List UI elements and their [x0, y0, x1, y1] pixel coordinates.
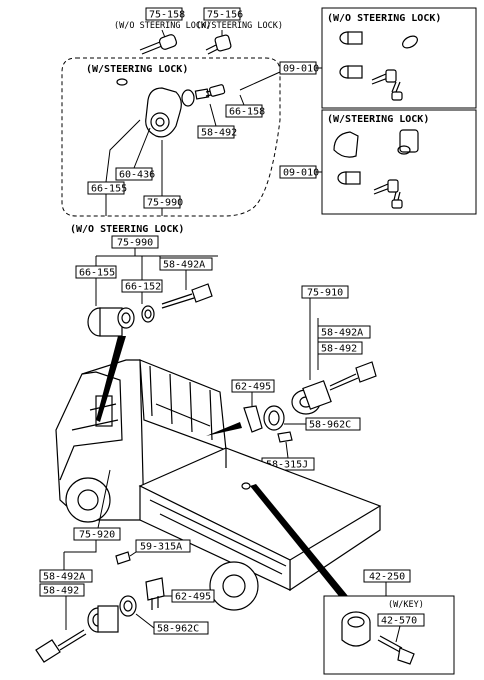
part-number-66-158: 66-158	[229, 107, 265, 118]
part-number-58-492A-main: 58-492A	[163, 260, 205, 271]
part-label-box	[231, 379, 275, 393]
door-lock-cylinder-icon	[339, 31, 418, 101]
part-label-box	[363, 569, 411, 583]
part-number-42-570: 42-570	[381, 616, 417, 627]
truck-illustration	[55, 359, 382, 611]
door-lock-cylinder-bottom-icon	[35, 577, 165, 663]
clip-icon	[115, 551, 131, 565]
part-number-58-962C-bottom: 58-962C	[157, 624, 199, 635]
part-number-66-155-main: 66-155	[79, 268, 115, 279]
part-number-62-495-bottom: 62-495	[175, 592, 211, 603]
part-number-62-495-mid: 62-495	[235, 382, 271, 393]
part-label-box	[39, 569, 93, 583]
section-title-with-steering-lock-right: (W/STEERING LOCK)	[327, 114, 429, 125]
top-keys-group: 75-158 75-156 (W/O STEERING LOCK) (W/STE…	[114, 7, 283, 55]
steering-lock-inset: (W/STEERING LOCK) 66-158 58-492 60-436 6…	[61, 57, 281, 217]
panel-frame	[321, 7, 477, 109]
part-number-60-436: 60-436	[119, 170, 155, 181]
part-number-58-492-bottom-left: 58-492	[43, 586, 79, 597]
pointer-wedge	[250, 484, 348, 600]
part-number-58-962C-mid: 58-962C	[309, 420, 351, 431]
part-number-58-492-right: 58-492	[321, 344, 357, 355]
part-number-75-990: 75-990	[147, 198, 183, 209]
part-number-58-492: 58-492	[201, 128, 237, 139]
caption-without-steering-lock: (W/O STEERING LOCK)	[114, 21, 211, 31]
key-icon	[205, 30, 232, 55]
part-number-75-158: 75-158	[149, 10, 185, 21]
right-panel-with-lock: (W/STEERING LOCK)	[321, 109, 477, 215]
caption-with-key: (W/KEY)	[388, 600, 424, 610]
lock-lever-icon	[243, 405, 293, 443]
part-label-box	[73, 527, 121, 541]
part-number-75-910: 75-910	[307, 288, 343, 299]
lock-set-icon	[333, 129, 419, 209]
section-title-without-steering-lock-main: (W/O STEERING LOCK)	[70, 224, 184, 235]
part-label-box	[145, 7, 183, 21]
part-label-box	[377, 613, 425, 627]
part-number-09-010-a: 09-010	[283, 64, 319, 75]
pointer-wedge	[96, 336, 126, 422]
part-number-09-010-b: 09-010	[283, 168, 319, 179]
part-number-42-250: 42-250	[369, 572, 405, 583]
tailgate-lock-cylinder-icon	[291, 361, 377, 415]
section-title-with-steering-lock: (W/STEERING LOCK)	[86, 64, 188, 75]
part-label-box	[301, 285, 349, 299]
fuel-cap-icon	[341, 611, 415, 665]
ignition-cylinder-icon	[87, 283, 213, 337]
part-number-66-155: 66-155	[91, 184, 127, 195]
part-label-box	[135, 539, 191, 553]
part-number-75-156: 75-156	[207, 10, 243, 21]
part-number-75-990-main: 75-990	[117, 238, 153, 249]
part-label-box	[203, 7, 241, 21]
caption-with-steering-lock: (W/STEERING LOCK)	[196, 21, 283, 31]
part-number-58-492A-bottom-left: 58-492A	[43, 572, 85, 583]
part-number-59-315A: 59-315A	[140, 542, 182, 553]
section-title-without-steering-lock: (W/O STEERING LOCK)	[327, 13, 441, 24]
key-icon	[139, 29, 178, 55]
part-number-58-315J: 58-315J	[266, 460, 308, 471]
part-number-75-920: 75-920	[79, 530, 115, 541]
part-number-66-152: 66-152	[125, 282, 161, 293]
right-panel-without-lock: (W/O STEERING LOCK)	[321, 7, 477, 109]
part-number-58-492A-right: 58-492A	[321, 328, 363, 339]
pointer-wedge	[206, 422, 242, 436]
part-label-box	[39, 583, 85, 597]
